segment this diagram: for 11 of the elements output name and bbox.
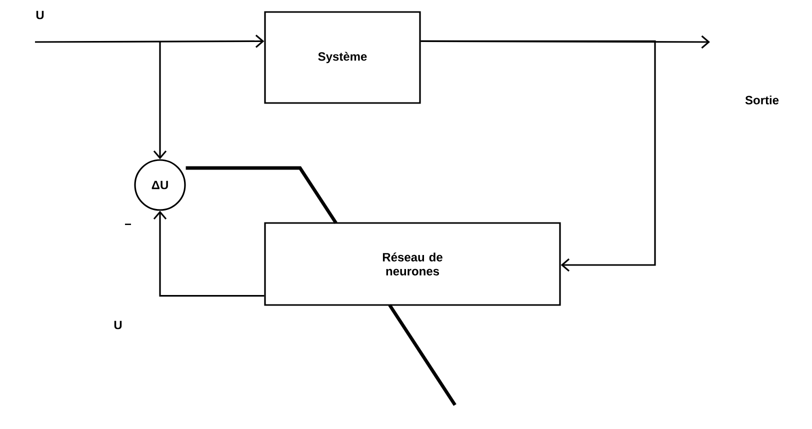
signal-label: Sortie	[745, 96, 779, 104]
arrow	[153, 210, 264, 297]
signal-label: U	[36, 10, 44, 20]
arrow	[153, 42, 167, 160]
line	[184, 166, 457, 407]
process-box: Système	[264, 11, 421, 104]
process-box: Réseau de neurones	[264, 222, 561, 306]
arrow	[35, 34, 264, 48]
arrow	[420, 40, 656, 272]
signal-label: U	[114, 320, 122, 330]
signal-label: −	[125, 224, 131, 225]
